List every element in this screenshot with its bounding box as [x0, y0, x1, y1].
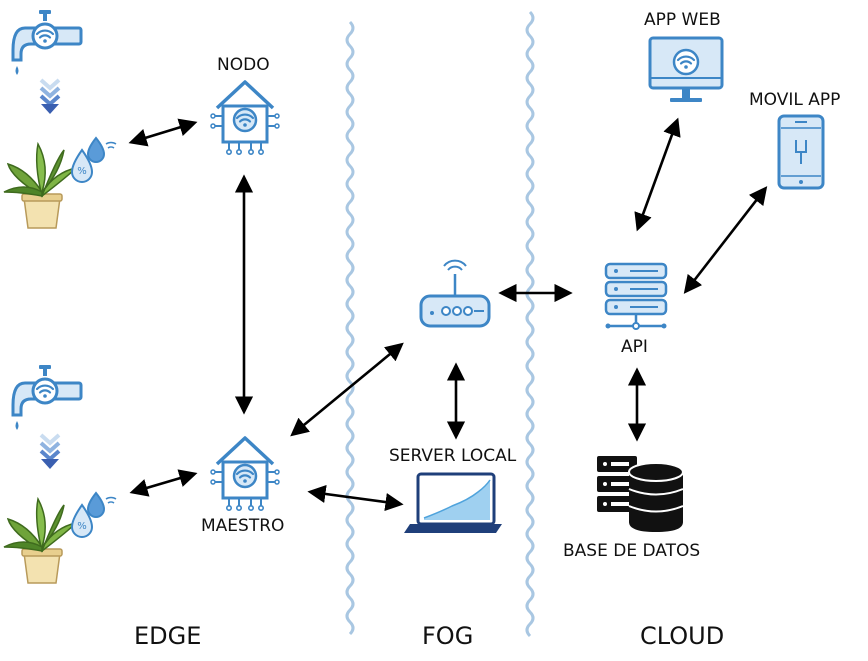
chevron-down-icon-bottom: [39, 433, 61, 471]
laptop-icon: [404, 472, 502, 533]
chevron-down-icon-top: [39, 78, 61, 116]
server-icon: [604, 262, 668, 330]
maestro-label: MAESTRO: [201, 516, 285, 536]
nodo-label: NODO: [217, 55, 270, 75]
arrow-api-app-web: [634, 117, 681, 232]
monitor-icon: [648, 36, 724, 102]
faucet-icon-bottom: [13, 365, 81, 430]
fog-left-divider: [345, 20, 355, 636]
router-icon: [419, 259, 491, 328]
api-label: API: [621, 337, 648, 357]
app-web-label: APP WEB: [644, 10, 721, 30]
zone-edge-label: EDGE: [134, 622, 202, 650]
arrow-api-movil-app: [683, 186, 768, 294]
plant-icon-top: [3, 137, 117, 229]
movil-app-label: MOVIL APP: [749, 90, 841, 110]
faucet-icon-top: [13, 10, 81, 75]
arrow-maestro-laptop: [307, 484, 404, 512]
database-icon: [597, 456, 684, 532]
arrow-plant-maestro: [129, 469, 198, 497]
plant-icon-bottom: [3, 492, 117, 584]
cloud-left-divider: [525, 10, 535, 638]
zone-fog-label: FOG: [422, 622, 474, 650]
base-de-datos-label: BASE DE DATOS: [563, 541, 701, 561]
arrow-maestro-router: [290, 342, 404, 437]
zone-cloud-label: CLOUD: [640, 622, 725, 650]
smartphone-icon: [777, 114, 825, 190]
arrow-plant-nodo: [128, 118, 198, 147]
nodo-smart-home-icon: [211, 82, 279, 154]
maestro-smart-home-icon: [211, 438, 279, 510]
server-local-label: SERVER LOCAL: [389, 446, 517, 466]
